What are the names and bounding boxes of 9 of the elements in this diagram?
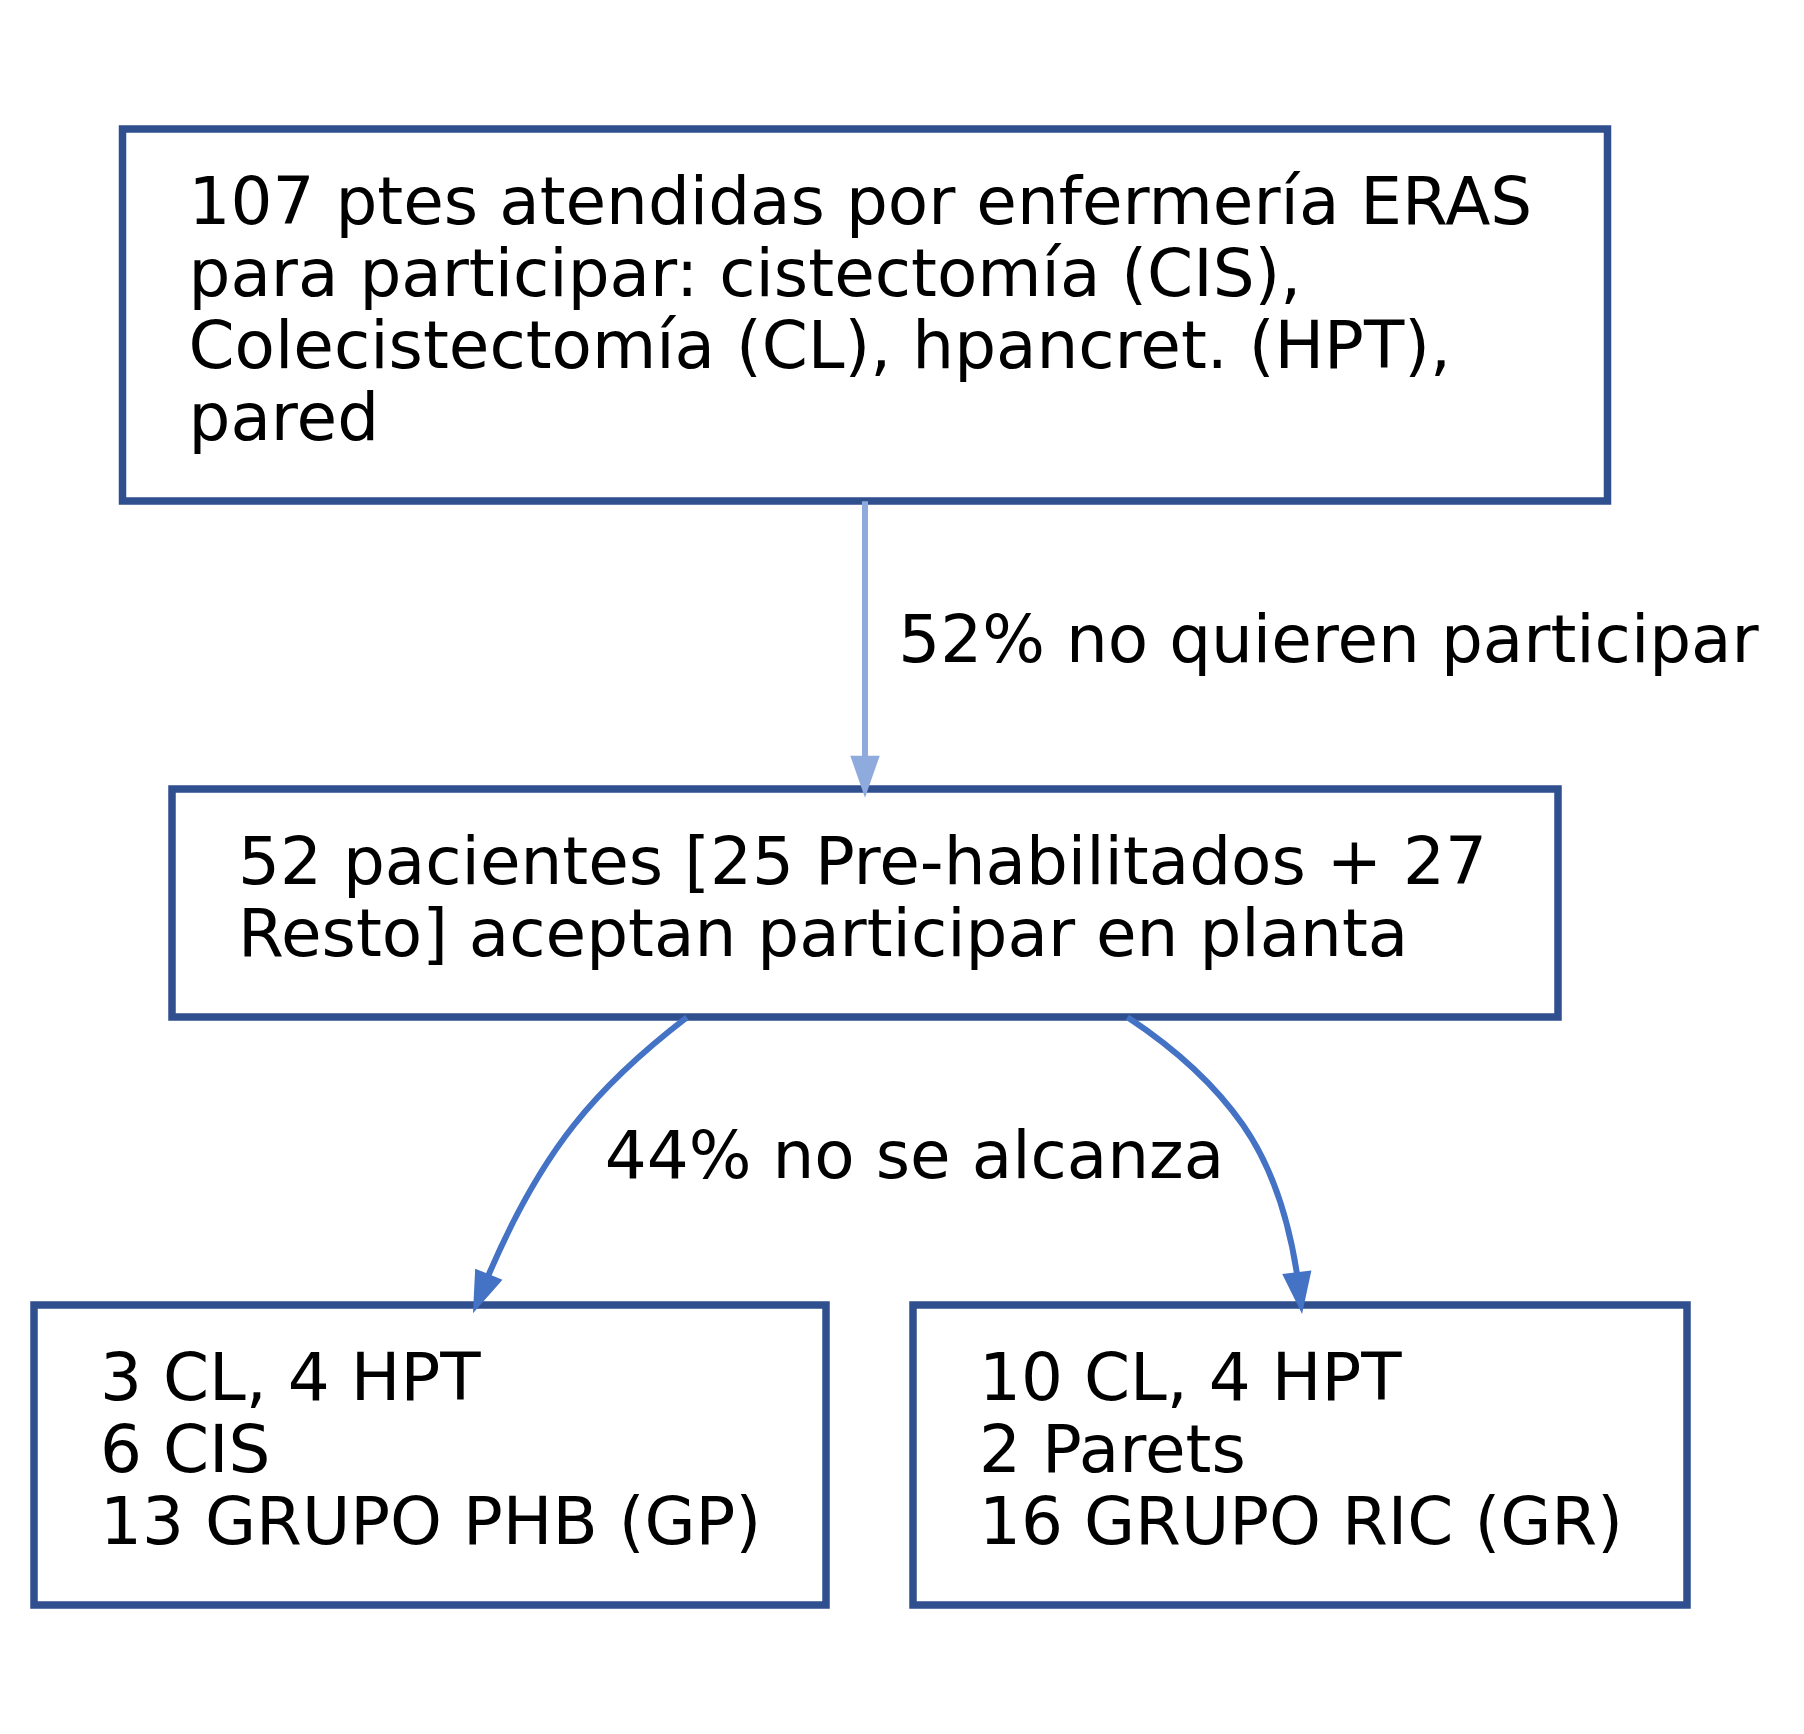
edge-label: 44% no se alcanza [604,1116,1224,1194]
arrow [849,501,880,798]
node-box: 10 CL, 4 HPT 2 Parets 16 GRUPO RIC (GR) [908,1301,1691,1609]
node-box: 107 ptes atendidas por enfermería ERAS para participar: cistectomía (CIS), Colecistectomía (CL), hpancret. (HPT), pared [118,125,1611,505]
arrow [472,1015,689,1314]
edge-label: 52% no quieren participar [897,600,1759,678]
node-box: 52 pacientes [25 Pre-habilitados + 27 Resto] aceptan participar en planta [167,785,1562,1021]
arrow [1125,1014,1311,1314]
node-box: 3 CL, 4 HPT 6 CIS 13 GRUPO PHB (GP) [29,1301,830,1609]
